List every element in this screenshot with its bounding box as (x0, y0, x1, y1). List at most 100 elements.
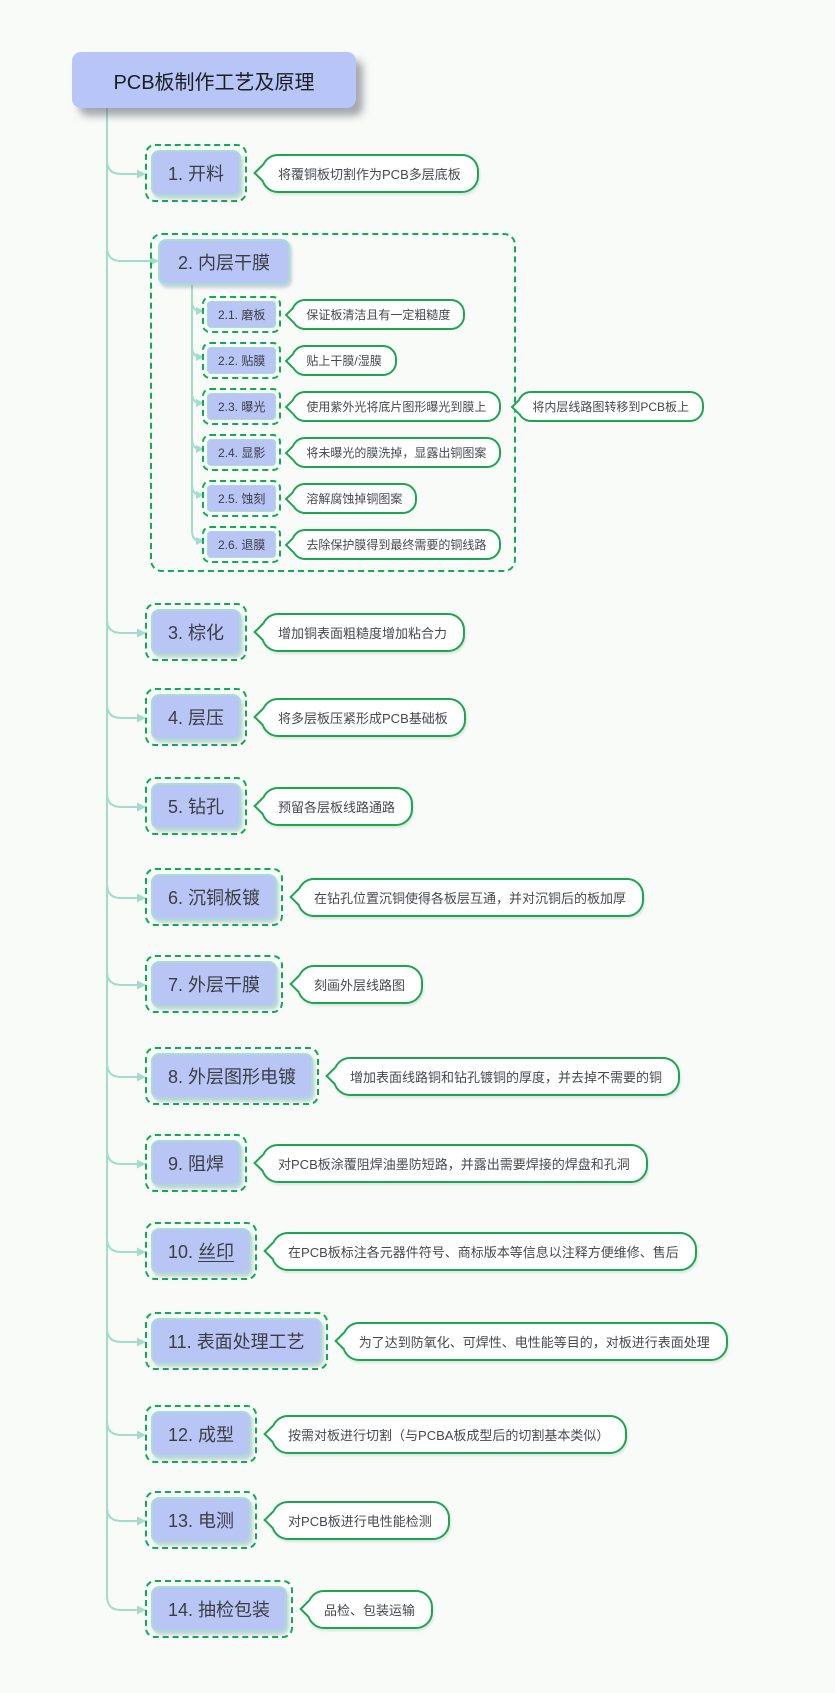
node-13-box: 13. 电测 (151, 1497, 252, 1543)
node-5-box: 5. 钻孔 (151, 783, 242, 829)
node-11-note-text: 为了达到防氧化、可焊性、电性能等目的，对板进行表面处理 (358, 1334, 710, 1350)
node-1[interactable]: 1. 开料 (145, 144, 248, 202)
node-14-note[interactable]: 品检、包装运输 (307, 1589, 434, 1629)
node-8-box: 8. 外层图形电镀 (151, 1053, 314, 1099)
node-2-6[interactable]: 2.6. 退膜 (202, 526, 282, 563)
node-2-5-note-text: 溶解腐蚀掉铜图案 (306, 492, 403, 506)
branch-row-8: 8. 外层图形电镀 增加表面线路铜和钻孔镀铜的厚度，并去掉不需要的铜 (145, 1047, 681, 1105)
node-2-4[interactable]: 2.4. 显影 (202, 434, 282, 471)
node-2-5[interactable]: 2.5. 蚀刻 (202, 480, 282, 517)
node-13-label: 13. 电测 (168, 1511, 235, 1531)
node-1-label: 1. 开料 (168, 164, 225, 184)
node-2-3[interactable]: 2.3. 曝光 (202, 388, 282, 425)
node-9-label: 9. 阻焊 (168, 1154, 225, 1174)
node-12[interactable]: 12. 成型 (145, 1405, 258, 1463)
node-9-note[interactable]: 对PCB板涂覆阻焊油墨防短路，并露出需要焊接的焊盘和孔洞 (261, 1143, 648, 1183)
node-4[interactable]: 4. 层压 (145, 688, 248, 746)
root-title: PCB板制作工艺及原理 (113, 71, 315, 94)
node-2-1-box: 2.1. 磨板 (207, 301, 277, 328)
node-7[interactable]: 7. 外层干膜 (145, 955, 284, 1013)
node-5-label: 5. 钻孔 (168, 797, 225, 817)
node-12-note-text: 按需对板进行切割（与PCBA板成型后的切割基本类似） (288, 1427, 610, 1443)
node-10-label-prefix: 10. (168, 1242, 199, 1262)
node-14-box: 14. 抽检包装 (151, 1586, 288, 1632)
node-2-4-note[interactable]: 将未曝光的膜洗掉，显露出铜图案 (291, 437, 502, 468)
node-11[interactable]: 11. 表面处理工艺 (145, 1312, 328, 1370)
node-6[interactable]: 6. 沉铜板镀 (145, 868, 284, 926)
subnode-row-2-2: 2.2. 贴膜 贴上干膜/湿膜 (202, 342, 397, 379)
node-10-note[interactable]: 在PCB板标注各元器件符号、商标版本等信息以注释方便维修、售后 (271, 1231, 697, 1271)
node-11-label: 11. 表面处理工艺 (168, 1332, 305, 1352)
node-2-3-extra-note[interactable]: 将内层线路图转移到PCB板上 (517, 391, 705, 422)
node-3-note[interactable]: 增加铜表面粗糙度增加粘合力 (261, 612, 466, 652)
node-2-4-label: 2.4. 显影 (218, 446, 266, 460)
node-7-note[interactable]: 刻画外层线路图 (297, 964, 424, 1004)
branch-row-14: 14. 抽检包装 品检、包装运输 (145, 1580, 434, 1638)
node-8[interactable]: 8. 外层图形电镀 (145, 1047, 320, 1105)
node-2-4-box: 2.4. 显影 (207, 439, 277, 466)
node-12-note[interactable]: 按需对板进行切割（与PCBA板成型后的切割基本类似） (271, 1414, 628, 1454)
subnode-row-2-5: 2.5. 蚀刻 溶解腐蚀掉铜图案 (202, 480, 418, 517)
node-8-label: 8. 外层图形电镀 (168, 1067, 297, 1087)
node-8-note-text: 增加表面线路铜和钻孔镀铜的厚度，并去掉不需要的铜 (350, 1069, 663, 1085)
node-8-note[interactable]: 增加表面线路铜和钻孔镀铜的厚度，并去掉不需要的铜 (333, 1056, 681, 1096)
node-5-note[interactable]: 预留各层板线路通路 (261, 786, 414, 826)
node-2-1-note-text: 保证板清洁且有一定粗糙度 (306, 308, 451, 322)
node-2-2-label: 2.2. 贴膜 (218, 354, 266, 368)
node-3-label: 3. 棕化 (168, 623, 225, 643)
node-2-1-note[interactable]: 保证板清洁且有一定粗糙度 (291, 299, 466, 330)
branch-row-13: 13. 电测 对PCB板进行电性能检测 (145, 1491, 450, 1549)
node-6-note[interactable]: 在钻孔位置沉铜使得各板层互通，并对沉铜后的板加厚 (297, 877, 645, 917)
node-2-2-note[interactable]: 贴上干膜/湿膜 (291, 345, 397, 376)
node-2-1[interactable]: 2.1. 磨板 (202, 296, 282, 333)
node-12-label: 12. 成型 (168, 1425, 235, 1445)
node-3[interactable]: 3. 棕化 (145, 603, 248, 661)
node-9-box: 9. 阻焊 (151, 1140, 242, 1186)
node-2-3-note-text: 使用紫外光将底片图形曝光到膜上 (306, 400, 487, 414)
node-9[interactable]: 9. 阻焊 (145, 1134, 248, 1192)
node-2-5-label: 2.5. 蚀刻 (218, 492, 266, 506)
node-14-note-text: 品检、包装运输 (324, 1602, 416, 1618)
branch-row-9: 9. 阻焊 对PCB板涂覆阻焊油墨防短路，并露出需要焊接的焊盘和孔洞 (145, 1134, 648, 1192)
node-6-label: 6. 沉铜板镀 (168, 888, 261, 908)
node-2-1-label: 2.1. 磨板 (218, 308, 266, 322)
node-13[interactable]: 13. 电测 (145, 1491, 258, 1549)
branch-row-12: 12. 成型 按需对板进行切割（与PCBA板成型后的切割基本类似） (145, 1405, 628, 1463)
node-2-4-note-text: 将未曝光的膜洗掉，显露出铜图案 (306, 446, 487, 460)
node-5[interactable]: 5. 钻孔 (145, 777, 248, 835)
node-10-note-text: 在PCB板标注各元器件符号、商标版本等信息以注释方便维修、售后 (288, 1244, 679, 1260)
node-3-box: 3. 棕化 (151, 609, 242, 655)
node-2-6-note[interactable]: 去除保护膜得到最终需要的铜线路 (291, 529, 502, 560)
node-13-note-text: 对PCB板进行电性能检测 (288, 1513, 432, 1529)
node-14[interactable]: 14. 抽检包装 (145, 1580, 294, 1638)
node-4-label: 4. 层压 (168, 708, 225, 728)
node-11-note[interactable]: 为了达到防氧化、可焊性、电性能等目的，对板进行表面处理 (341, 1321, 728, 1361)
node-2-6-note-text: 去除保护膜得到最终需要的铜线路 (306, 538, 487, 552)
node-2-label: 2. 内层干膜 (178, 253, 271, 273)
node-2-2[interactable]: 2.2. 贴膜 (202, 342, 282, 379)
subnode-row-2-3: 2.3. 曝光 使用紫外光将底片图形曝光到膜上 将内层线路图转移到PCB板上 (202, 388, 705, 425)
node-1-note-text: 将覆铜板切割作为PCB多层底板 (278, 166, 461, 182)
node-2-group: 2. 内层干膜 2.1. 磨板 保证板清洁且有一定粗糙度 2.2. 贴膜 贴上干… (150, 233, 705, 572)
node-13-note[interactable]: 对PCB板进行电性能检测 (271, 1500, 450, 1540)
node-2-3-note[interactable]: 使用紫外光将底片图形曝光到膜上 (291, 391, 502, 422)
branch-row-10: 10. 丝印 在PCB板标注各元器件符号、商标版本等信息以注释方便维修、售后 (145, 1222, 697, 1280)
branch-row-4: 4. 层压 将多层板压紧形成PCB基础板 (145, 688, 466, 746)
node-6-note-text: 在钻孔位置沉铜使得各板层互通，并对沉铜后的板加厚 (314, 890, 627, 906)
branch-row-6: 6. 沉铜板镀 在钻孔位置沉铜使得各板层互通，并对沉铜后的板加厚 (145, 868, 645, 926)
node-1-note[interactable]: 将覆铜板切割作为PCB多层底板 (261, 153, 479, 193)
node-10[interactable]: 10. 丝印 (145, 1222, 258, 1280)
node-2-3-box: 2.3. 曝光 (207, 393, 277, 420)
node-2-2-note-text: 贴上干膜/湿膜 (306, 354, 382, 368)
node-2[interactable]: 2. 内层干膜 (158, 239, 291, 285)
node-7-box: 7. 外层干膜 (151, 961, 278, 1007)
node-2-5-note[interactable]: 溶解腐蚀掉铜图案 (291, 483, 418, 514)
node-4-note[interactable]: 将多层板压紧形成PCB基础板 (261, 697, 466, 737)
node-5-note-text: 预留各层板线路通路 (278, 799, 396, 815)
subnode-row-2-4: 2.4. 显影 将未曝光的膜洗掉，显露出铜图案 (202, 434, 502, 471)
root-node[interactable]: PCB板制作工艺及原理 (72, 52, 356, 108)
node-4-note-text: 将多层板压紧形成PCB基础板 (278, 710, 448, 726)
node-10-label-main: 丝印 (198, 1242, 235, 1262)
